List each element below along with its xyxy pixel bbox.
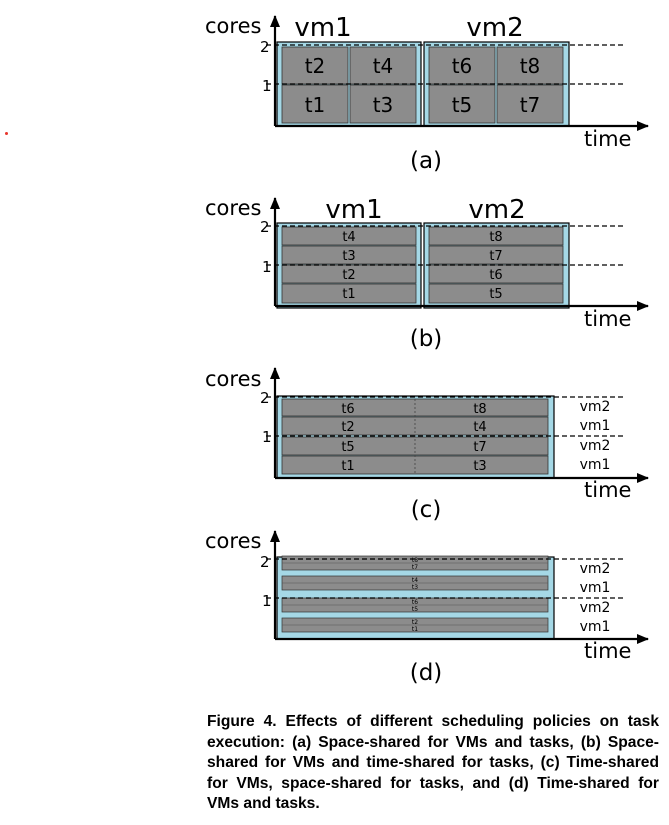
time-label: time — [584, 639, 631, 663]
core-level-1: 1 — [262, 428, 272, 446]
task-label: t4 — [342, 230, 355, 245]
task-label: t2 — [412, 619, 418, 626]
panel-c: cores 2 1 t6 t8 t2 t4 t5 t7 t1 t3 vm2 vm… — [205, 367, 649, 523]
task-label: t5 — [412, 606, 418, 613]
task-cell — [496, 46, 564, 85]
task-label: t8 — [412, 557, 418, 564]
vm2-header: vm2 — [468, 195, 525, 225]
vm-label: vm2 — [580, 561, 611, 577]
core-level-2: 2 — [260, 38, 270, 56]
task-label: t3 — [342, 249, 355, 264]
task-cell — [349, 84, 417, 124]
stray-red-dot — [5, 132, 8, 135]
cores-label: cores — [205, 367, 261, 391]
task-bar — [428, 245, 564, 265]
task-label: t1 — [412, 626, 418, 633]
panel-tag: (b) — [410, 326, 443, 352]
task-cell — [496, 84, 564, 124]
scheduling-diagram: cores vm1 vm2 2 1 t2 t4 t1 t3 t6 t8 t5 t… — [205, 13, 649, 686]
task-label: t5 — [341, 440, 354, 455]
task-bar — [281, 283, 417, 304]
panel-tag: (d) — [410, 660, 443, 686]
task-label: t4 — [473, 420, 486, 435]
task-cell — [281, 46, 349, 85]
task-label: t8 — [489, 230, 502, 245]
task-label: t6 — [452, 54, 473, 78]
task-label: t3 — [373, 93, 394, 117]
task-cell — [428, 84, 496, 124]
core-level-1: 1 — [262, 77, 272, 95]
panel-tag: (a) — [410, 148, 442, 174]
figure-caption: Figure 4. Effects of different schedulin… — [207, 713, 659, 812]
task-bar — [428, 226, 564, 246]
vm1-header: vm1 — [294, 13, 351, 43]
vm-label: vm1 — [580, 457, 611, 473]
task-label: t2 — [342, 268, 355, 283]
vm1-header: vm1 — [325, 195, 382, 225]
task-label: t5 — [452, 93, 473, 117]
time-label: time — [584, 127, 631, 151]
panel-tag: (c) — [411, 497, 442, 523]
core-level-1: 1 — [262, 592, 272, 610]
task-label: t7 — [520, 93, 541, 117]
task-label: t5 — [489, 287, 502, 302]
vm-label: vm2 — [580, 438, 611, 454]
task-label: t7 — [473, 440, 486, 455]
task-label: t3 — [473, 459, 486, 474]
core-level-1: 1 — [262, 258, 272, 276]
task-label: t1 — [305, 93, 326, 117]
task-label: t8 — [473, 402, 486, 417]
vm-label: vm2 — [580, 600, 611, 616]
vm2-header: vm2 — [466, 13, 523, 43]
task-bar — [281, 245, 417, 265]
task-cell — [281, 84, 349, 124]
time-label: time — [584, 307, 631, 331]
task-label: t6 — [489, 268, 502, 283]
panel-a: cores vm1 vm2 2 1 t2 t4 t1 t3 t6 t8 t5 t… — [205, 13, 649, 174]
core-level-2: 2 — [260, 218, 270, 236]
task-label: t6 — [341, 402, 354, 417]
panel-d: cores 2 1 t8 t7 t4 t3 t6 t5 t2 t1 vm2 vm… — [205, 529, 649, 686]
task-label: t1 — [342, 287, 355, 302]
vm-label: vm2 — [580, 399, 611, 415]
task-label: t2 — [341, 420, 354, 435]
task-label: t7 — [412, 564, 418, 571]
task-bar — [428, 283, 564, 304]
task-label: t4 — [373, 54, 394, 78]
task-label: t8 — [520, 54, 541, 78]
cores-label: cores — [205, 529, 261, 553]
task-label: t3 — [412, 584, 418, 591]
vm-label: vm1 — [580, 418, 611, 434]
cores-label: cores — [205, 14, 261, 38]
task-label: t4 — [412, 577, 418, 584]
task-label: t1 — [341, 459, 354, 474]
core-level-2: 2 — [260, 389, 270, 407]
cores-label: cores — [205, 196, 261, 220]
task-label: t6 — [412, 599, 418, 606]
task-bar — [428, 264, 564, 284]
task-bar — [281, 226, 417, 246]
time-label: time — [584, 478, 631, 502]
panel-b: cores vm1 vm2 2 1 t4 t3 t2 t1 t8 t7 t6 t… — [205, 195, 649, 352]
vm-label: vm1 — [580, 580, 611, 596]
vm-label: vm1 — [580, 619, 611, 635]
task-label: t7 — [489, 249, 502, 264]
core-level-2: 2 — [260, 553, 270, 571]
task-label: t2 — [305, 54, 326, 78]
